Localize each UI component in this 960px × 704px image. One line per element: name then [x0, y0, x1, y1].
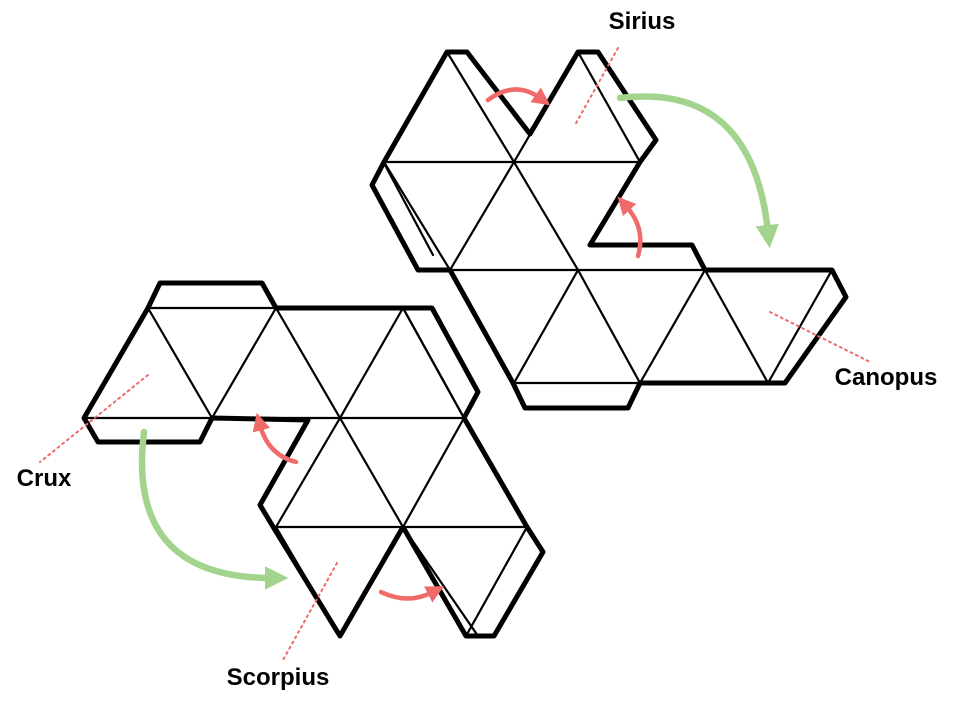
net-upper-right-folds [370, 50, 834, 410]
leader-lines [39, 47, 871, 661]
fold-arrow-top [485, 87, 551, 106]
net-upper-right [369, 49, 849, 411]
fold-arrow-upper-middle [617, 196, 643, 259]
labels: Sirius Canopus Crux Scorpius [17, 8, 938, 691]
label-sirius: Sirius [609, 8, 676, 35]
leader-canopus [769, 311, 871, 363]
glue-arrow-crux-to-scorpius [138, 428, 289, 590]
leader-sirius [574, 47, 619, 126]
label-canopus: Canopus [835, 364, 938, 391]
net-lower-left-outline [81, 280, 546, 639]
net-lower-left [81, 280, 546, 639]
leader-scorpius [282, 562, 338, 661]
label-crux: Crux [17, 465, 72, 492]
leader-crux [39, 374, 149, 463]
net-lower-left-folds [82, 281, 529, 638]
fold-arrow-bottom [378, 586, 445, 603]
label-scorpius: Scorpius [227, 664, 330, 691]
net-upper-right-outline [369, 49, 849, 411]
glue-arrows [138, 93, 779, 590]
fold-arrow-lower-middle [252, 412, 299, 465]
fold-arrows [252, 87, 643, 603]
glue-arrow-sirius-to-canopus [616, 93, 779, 249]
